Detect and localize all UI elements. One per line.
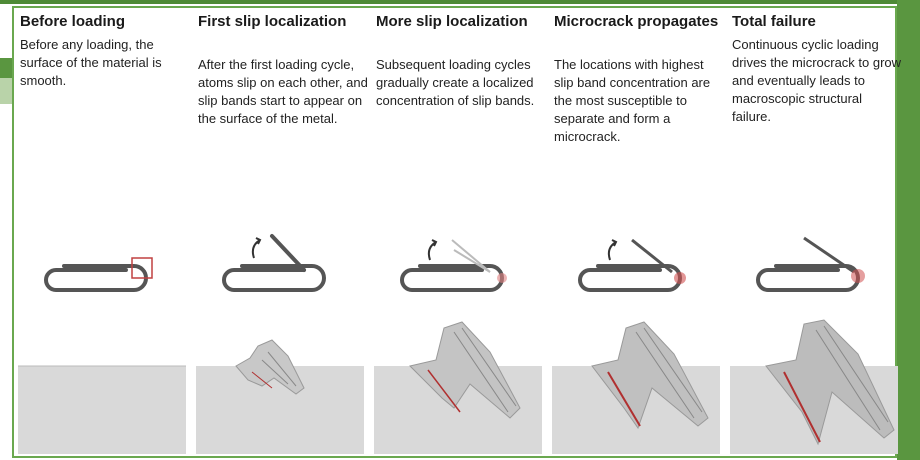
stage-description: After the first loading cycle, atoms sli…	[198, 56, 368, 128]
metal-surface	[548, 308, 726, 458]
stage-title: Total failure	[732, 12, 902, 32]
background-band-top	[0, 0, 920, 4]
stage-description: Subsequent loading cycles gradually crea…	[376, 56, 546, 110]
fatigue-diagram-panel: Before loading Before any loading, the s…	[12, 6, 897, 458]
metal-surface	[14, 308, 192, 458]
stage-title: Before loading	[20, 12, 190, 32]
stage-title: Microcrack propagates	[554, 12, 724, 32]
metal-surface	[370, 308, 548, 458]
paperclip-icon	[746, 228, 886, 308]
paperclip-icon	[34, 228, 174, 308]
stage-description: Before any loading, the surface of the m…	[20, 36, 190, 90]
paperclip-icon	[212, 228, 352, 308]
paperclip-icon	[390, 228, 530, 308]
bend-arrow-icon	[609, 240, 616, 260]
stage-microcrack: Microcrack propagates The locations with…	[548, 8, 726, 458]
stage-before-loading: Before loading Before any loading, the s…	[14, 8, 192, 458]
stage-total-failure: Total failure Continuous cyclic loading …	[726, 8, 904, 458]
bend-arrow-icon	[253, 238, 260, 258]
stage-title: More slip localization	[376, 12, 546, 32]
stage-description: The locations with highest slip band con…	[554, 56, 724, 146]
bend-arrow-icon	[429, 240, 436, 260]
stage-title: First slip localization	[198, 12, 368, 32]
stage-more-slip: More slip localization Subsequent loadin…	[370, 8, 548, 458]
stage-first-slip: First slip localization After the first …	[192, 8, 370, 458]
metal-surface	[726, 308, 904, 458]
paperclip-icon	[568, 228, 708, 308]
stage-description: Continuous cyclic loading drives the mic…	[732, 36, 902, 126]
metal-surface	[192, 308, 370, 458]
